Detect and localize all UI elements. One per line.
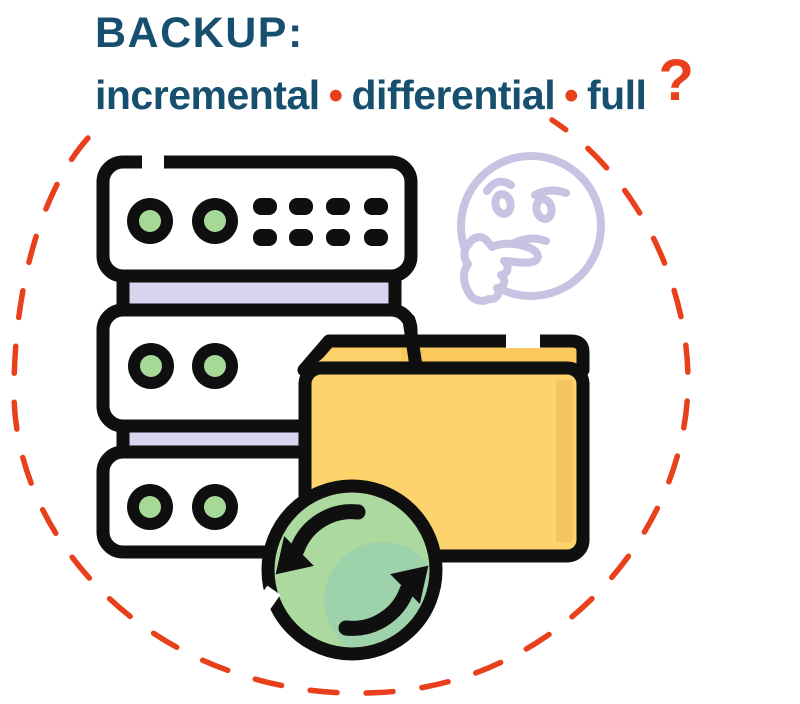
- server-unit-top: [96, 155, 418, 283]
- left-eye: [491, 190, 515, 218]
- outline-gap: [142, 153, 164, 170]
- right-eye: [532, 195, 556, 223]
- led-green: [139, 210, 161, 232]
- led-green: [140, 355, 162, 377]
- led-green: [204, 210, 226, 232]
- dashed-circle-icon: [11, 117, 691, 696]
- page-title: BACKUP:: [95, 9, 304, 57]
- bullet-separator: •: [328, 72, 343, 118]
- outline-gap: [252, 585, 281, 616]
- sync-shade: [324, 542, 429, 647]
- server-vents: [253, 198, 388, 246]
- led-green: [139, 496, 161, 518]
- face-outline: [457, 152, 605, 300]
- left-eyebrow: [483, 177, 515, 195]
- thinking-face-icon: [457, 152, 605, 305]
- folder-shadow-strip: [556, 380, 573, 542]
- backup-type-differential: differential: [351, 72, 556, 118]
- thinking-hand: [460, 233, 542, 305]
- server-leds: [127, 198, 238, 530]
- question-mark: ?: [658, 48, 694, 113]
- led-green: [204, 355, 226, 377]
- outline-gap: [506, 329, 540, 348]
- right-eyebrow: [531, 186, 570, 199]
- refresh-arrow: [275, 504, 366, 575]
- led-green: [204, 496, 226, 518]
- server-edge-overlap: [402, 313, 423, 373]
- subtitle: incremental•differential•full?: [95, 48, 694, 124]
- bullet-separator: •: [564, 72, 578, 118]
- backup-type-incremental: incremental: [95, 72, 320, 118]
- backup-type-full: full: [586, 72, 647, 118]
- sync-arrows-icon: [252, 479, 443, 661]
